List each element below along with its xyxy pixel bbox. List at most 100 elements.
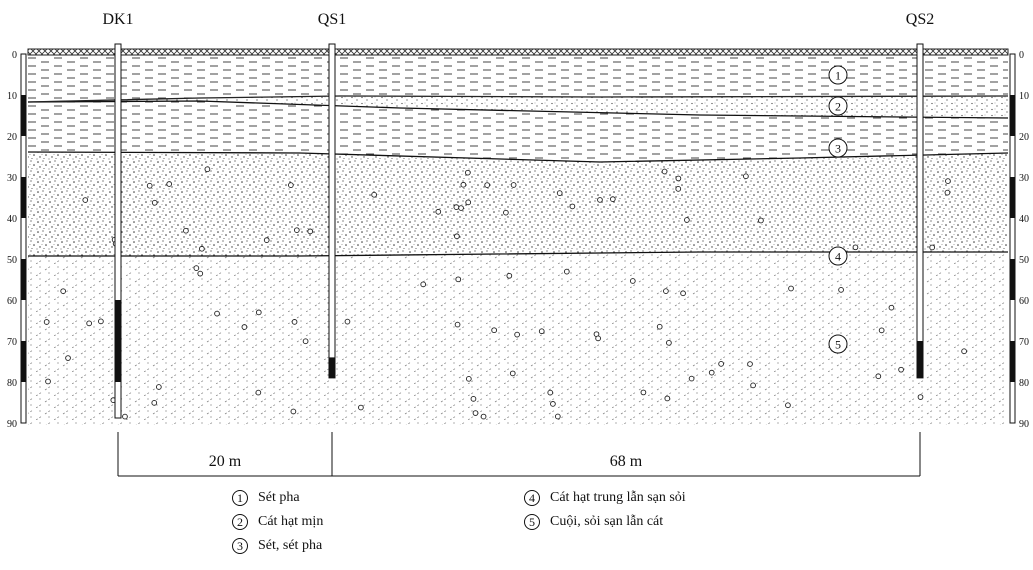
layer-marker xyxy=(828,138,848,158)
well-label: QS1 xyxy=(318,11,346,28)
pebble xyxy=(675,186,682,192)
pebble xyxy=(293,227,300,234)
legend-number: 4 xyxy=(524,490,540,506)
depth-ruler-segment xyxy=(21,341,26,382)
depth-tick-label: 40 xyxy=(7,214,17,225)
pebble xyxy=(151,199,158,206)
depth-tick-label: 50 xyxy=(1019,255,1029,266)
depth-tick-label: 40 xyxy=(1019,214,1029,225)
layer-4-medium-sand xyxy=(28,152,1008,256)
depth-ruler-segment xyxy=(1010,177,1015,218)
pebble xyxy=(675,175,682,182)
depth-tick-label: 0 xyxy=(1019,50,1024,61)
pebble xyxy=(454,233,460,240)
pebble xyxy=(708,369,715,376)
pebble xyxy=(961,348,967,355)
pebble xyxy=(609,196,616,202)
legend-label: Cát hạt trung lẫn sạn sỏi xyxy=(550,490,686,505)
pebble xyxy=(166,181,173,187)
depth-ruler-segment xyxy=(21,259,26,300)
pebble xyxy=(193,265,200,271)
pebble xyxy=(183,227,189,234)
pebble xyxy=(465,199,472,206)
legend-label: Cuội, sỏi sạn lẫn cát xyxy=(550,514,664,529)
pebble xyxy=(788,285,794,292)
layer-marker xyxy=(828,246,848,266)
pebble xyxy=(944,189,951,196)
legend-number: 3 xyxy=(232,538,248,554)
depth-ruler-segment xyxy=(21,177,26,218)
pebble xyxy=(718,361,724,367)
pebble xyxy=(878,327,885,334)
pebble xyxy=(550,401,556,407)
pebble xyxy=(435,208,442,215)
pebble xyxy=(199,245,205,252)
pebble xyxy=(122,413,128,420)
pebble xyxy=(204,166,211,173)
layer-5-gravel xyxy=(28,252,1008,425)
pebble xyxy=(291,319,298,325)
pebble xyxy=(563,268,570,275)
pebble xyxy=(875,373,882,380)
layer-boundary-3 xyxy=(27,151,1009,163)
pebble xyxy=(82,197,89,203)
pebble xyxy=(680,290,686,297)
layer-2-fine-sand xyxy=(28,96,1008,118)
well-screen xyxy=(917,341,923,378)
pebble xyxy=(569,203,576,210)
pebble xyxy=(758,217,764,224)
pebble xyxy=(514,331,520,338)
pebble xyxy=(503,209,509,216)
legend-label: Sét pha xyxy=(258,490,300,505)
depth-tick-label: 50 xyxy=(7,255,17,266)
pebble xyxy=(747,361,753,367)
layer-1-sandy-clay xyxy=(28,56,1008,102)
pebble xyxy=(688,375,695,382)
pebble xyxy=(750,382,756,389)
depth-tick-label: 20 xyxy=(1019,132,1029,143)
ground-surface xyxy=(27,48,1009,56)
pebble xyxy=(506,272,513,279)
pebble xyxy=(629,278,636,284)
pebble xyxy=(547,389,554,396)
pebble xyxy=(460,181,467,188)
well-label: QS2 xyxy=(906,11,934,28)
pebble xyxy=(898,366,904,373)
pebble xyxy=(255,389,262,396)
depth-tick-label: 70 xyxy=(1019,337,1029,348)
pebble xyxy=(60,288,67,295)
pebble xyxy=(661,168,668,175)
legend-item: 3 Sét, sét pha xyxy=(232,536,322,556)
pebble xyxy=(371,191,377,198)
pebble xyxy=(929,244,936,251)
layer-boundary-2 xyxy=(27,100,1009,119)
pebble xyxy=(743,173,749,180)
layer-marker-number: 5 xyxy=(835,338,841,352)
pebble xyxy=(146,182,153,189)
legend-label: Cát hạt mịn xyxy=(258,514,324,529)
depth-ruler xyxy=(1009,53,1016,424)
pebble xyxy=(554,413,561,420)
pebble xyxy=(453,204,460,210)
pebble xyxy=(458,205,464,211)
pebble xyxy=(465,169,471,176)
legend-number: 2 xyxy=(232,514,248,530)
well-casing xyxy=(916,43,924,379)
depth-ruler xyxy=(20,53,27,424)
pebble xyxy=(45,378,51,385)
well-screen xyxy=(329,357,335,378)
depth-tick-label: 80 xyxy=(1019,378,1029,389)
pebble xyxy=(290,408,297,415)
pebble xyxy=(288,182,294,188)
pebble xyxy=(214,310,220,317)
legend-label: Sét, sét pha xyxy=(258,538,323,553)
distance-label: 68 m xyxy=(610,453,643,470)
depth-tick-label: 80 xyxy=(7,378,17,389)
layer-marker-number: 3 xyxy=(835,142,841,156)
pebble xyxy=(344,318,351,325)
pebble xyxy=(151,399,158,406)
layer-marker-number: 4 xyxy=(835,250,841,264)
pebble xyxy=(420,281,427,288)
